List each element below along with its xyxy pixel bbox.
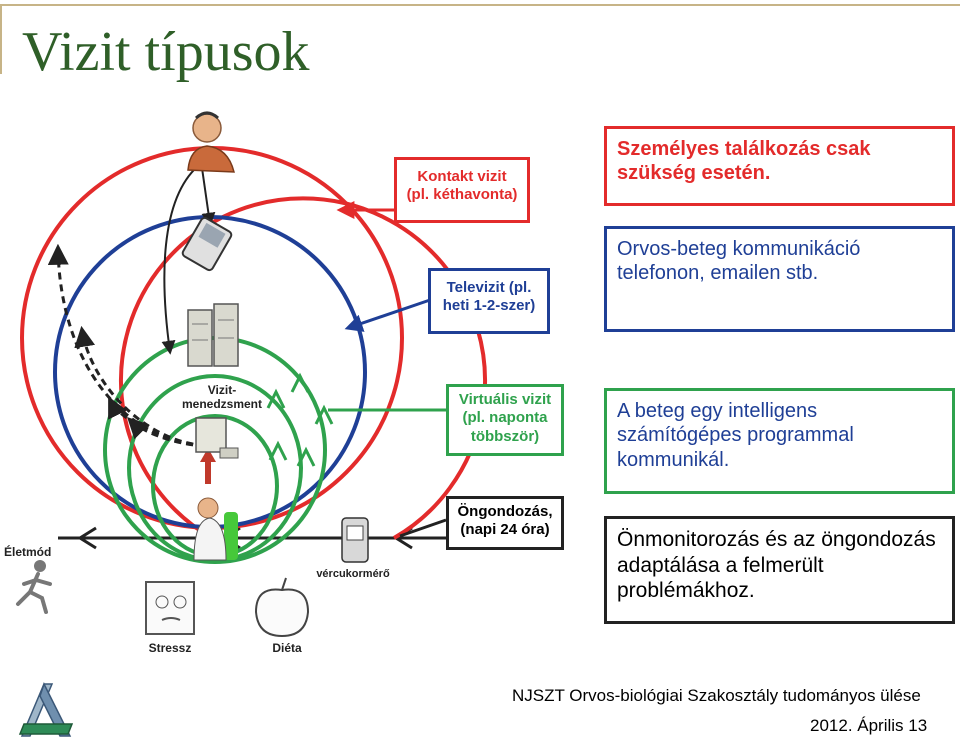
selfcare-label-line2: (napi 24 óra)	[460, 521, 550, 539]
virtual-visit-label-line1: Virtuális vizit	[458, 391, 552, 408]
contact-visit-label: Kontakt vizit (pl. kéthavonta)	[394, 157, 530, 223]
selfcare-label-line1: Öngondozás,	[457, 503, 553, 520]
doctor-to-phone-arrow	[201, 167, 216, 227]
server-icon	[187, 303, 239, 367]
patient-to-pc-arrowhead	[200, 448, 216, 462]
visit-management-label: Vizit- menedzsment	[168, 383, 276, 412]
frame-top-line	[0, 4, 960, 6]
contact-visit-label-line2: (pl. kéthavonta)	[406, 186, 518, 204]
frame-left-line	[0, 4, 2, 74]
contact-visit-label-line1: Kontakt vizit	[417, 168, 507, 185]
baseline-arrowhead	[77, 526, 97, 550]
doctor-to-server-arrow	[161, 165, 199, 355]
dashed-arrow-televisit	[74, 325, 206, 448]
lifestyle-label: Életmód	[4, 545, 52, 559]
computer-icon	[195, 417, 239, 459]
selfcare-label: Öngondozás, (napi 24 óra)	[446, 496, 564, 550]
virtual-visit-label-line2: (pl. naponta	[462, 409, 548, 427]
footer-date: 2012. Április 13	[810, 716, 928, 735]
televisit-connector	[344, 298, 431, 332]
virtual-arrowhead	[266, 388, 286, 409]
virtual-arrowhead	[296, 446, 316, 467]
patient-icon	[193, 497, 238, 561]
televisit-label: Televizit (pl. heti 1-2-szer)	[428, 268, 550, 334]
society-logo	[18, 682, 74, 737]
stress-label: Stressz	[148, 641, 192, 655]
virtual-arrowhead	[314, 404, 334, 425]
virtual-arrowhead	[290, 372, 310, 393]
televisit-label-line2: heti 1-2-szer)	[442, 297, 536, 315]
televisit-label-line1: Televizit (pl.	[446, 279, 532, 296]
visit-management-label-line2: menedzsment	[181, 396, 263, 411]
virtual-visit-label-line3: többször)	[470, 427, 540, 445]
stress-face-icon	[145, 581, 195, 635]
glucose-meter-label: vércukormérő	[316, 568, 390, 580]
apple-icon	[254, 577, 310, 638]
dashed-arrow-contact	[47, 243, 206, 448]
doctor-icon	[187, 111, 235, 173]
diet-label: Diéta	[272, 641, 302, 655]
callout-personal-meeting: Személyes találkozás csak szükség esetén…	[604, 126, 955, 206]
callout-self-monitoring: Önmonitorozás és az öngondozás adaptálás…	[604, 516, 955, 624]
callout-doctor-patient: Orvos-beteg kommunikáció telefonon, emai…	[604, 226, 955, 332]
callout-intelligent-program: A beteg egy intelligens számítógépes pro…	[604, 388, 955, 494]
slide-title: Vizit típusok	[22, 21, 310, 83]
glucose-meter-icon	[341, 517, 369, 563]
selfcare-connector	[399, 518, 447, 538]
footer-organization: NJSZT Orvos-biológiai Szakosztály tudomá…	[512, 686, 921, 705]
mobile-phone-icon	[181, 216, 233, 272]
virtual-visit-label: Virtuális vizit (pl. naponta többször)	[446, 384, 564, 456]
runner-icon	[16, 560, 52, 614]
dashed-arrow-virtual-2	[127, 417, 206, 448]
virtual-arrowhead	[268, 440, 288, 461]
visit-management-label-line1: Vizit-	[207, 383, 237, 397]
